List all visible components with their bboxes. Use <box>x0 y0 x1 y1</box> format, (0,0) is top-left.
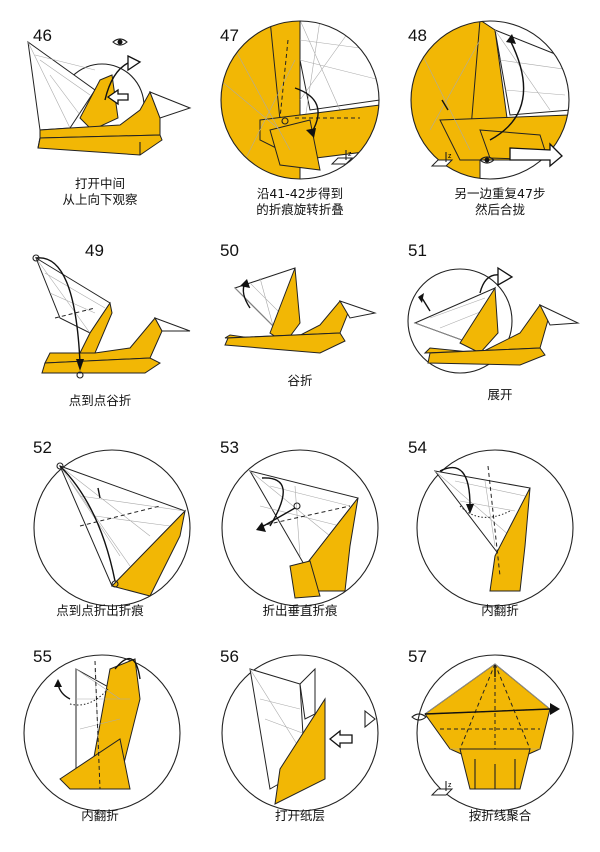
step-57-diagram: z <box>411 654 574 812</box>
caption-line: 按折线聚合 <box>468 808 532 823</box>
step-48: 48 z 另一边重复47步 然后合拢 <box>400 0 600 217</box>
caption-line: 然后合拢 <box>474 202 525 217</box>
caption-line: 点到点谷折 <box>68 393 132 408</box>
step-number: 46 <box>33 26 52 45</box>
svg-text:z: z <box>348 151 352 158</box>
eye-icon <box>112 38 128 46</box>
eye-icon <box>411 713 427 721</box>
step-56: 56 打开纸层 <box>200 639 400 852</box>
caption-line: 展开 <box>487 387 513 402</box>
caption: 打开中间 从上向下观察 <box>0 176 200 208</box>
step-50: 50 谷折 <box>200 213 400 426</box>
svg-text:z: z <box>448 153 452 160</box>
caption: 折出垂直折痕 <box>200 603 400 619</box>
step-number: 55 <box>33 647 52 666</box>
step-number: 49 <box>85 241 104 260</box>
caption-line: 打开纸层 <box>274 808 325 823</box>
step-number: 52 <box>33 438 52 457</box>
caption-line: 内翻折 <box>481 603 519 618</box>
step-number: 56 <box>220 647 239 666</box>
eye-icon <box>479 156 495 164</box>
svg-text:z: z <box>448 782 452 789</box>
step-56-diagram <box>221 654 379 812</box>
step-51: 51 展开 <box>400 213 600 426</box>
caption-line: 另一边重复47步 <box>454 186 546 201</box>
caption-line: 内翻折 <box>81 808 119 823</box>
step-51-diagram <box>407 266 580 374</box>
step-55: 55 内翻折 <box>0 639 200 852</box>
caption-line: 的折痕旋转折叠 <box>256 202 344 217</box>
step-54: 54 内翻折 <box>400 426 600 639</box>
axis-z-icon: z <box>430 781 454 796</box>
eye-icon <box>364 709 376 729</box>
hollow-arrow-icon <box>106 88 129 106</box>
axis-z-icon: z <box>430 152 454 167</box>
caption: 另一边重复47步 然后合拢 <box>400 186 600 218</box>
step-number: 53 <box>220 438 239 457</box>
caption: 展开 <box>400 387 600 403</box>
caption: 沿41-42步得到 的折痕旋转折叠 <box>200 186 400 218</box>
axis-z-icon: z <box>330 150 354 165</box>
caption: 内翻折 <box>400 603 600 619</box>
caption: 点到点折出折痕 <box>0 603 200 619</box>
step-53-diagram <box>221 449 379 607</box>
caption-line: 从上向下观察 <box>62 192 138 207</box>
fold-arrow-icon <box>127 54 142 72</box>
step-54-diagram <box>416 449 574 607</box>
caption: 内翻折 <box>0 808 200 824</box>
step-47-diagram: z <box>220 20 380 180</box>
caption-line: 打开中间 <box>74 176 125 191</box>
step-55-diagram <box>23 654 181 812</box>
step-46: 46 打开中间 从上向下观察 <box>0 0 200 213</box>
caption-line: 沿41-42步得到 <box>256 186 344 201</box>
step-number: 50 <box>220 241 239 260</box>
caption: 点到点谷折 <box>0 393 200 409</box>
step-number: 54 <box>408 438 427 457</box>
step-48-diagram: z <box>410 20 570 180</box>
caption-line: 点到点折出折痕 <box>56 603 144 618</box>
hollow-arrow-icon <box>328 729 353 749</box>
step-53: 53 折出垂直折痕 <box>200 426 400 639</box>
step-49-diagram <box>32 254 191 379</box>
step-52: 52 点到点折出折痕 <box>0 426 200 639</box>
step-number: 57 <box>408 647 427 666</box>
caption: 按折线聚合 <box>400 808 600 824</box>
step-number: 48 <box>408 26 427 45</box>
step-number: 51 <box>408 241 427 260</box>
step-52-diagram <box>33 449 191 607</box>
caption: 打开纸层 <box>200 808 400 824</box>
step-47: 47 z 沿41-42步得到 的折痕旋转折叠 <box>200 0 400 217</box>
step-50-diagram <box>224 267 377 354</box>
step-46-diagram <box>27 38 192 156</box>
caption-line: 折出垂直折痕 <box>262 603 338 618</box>
step-number: 47 <box>220 26 239 45</box>
step-57: 57 z 按折线聚合 <box>400 639 600 852</box>
caption: 谷折 <box>200 373 400 389</box>
caption-line: 谷折 <box>287 373 313 388</box>
step-49: 49 点到点谷折 <box>0 213 200 426</box>
